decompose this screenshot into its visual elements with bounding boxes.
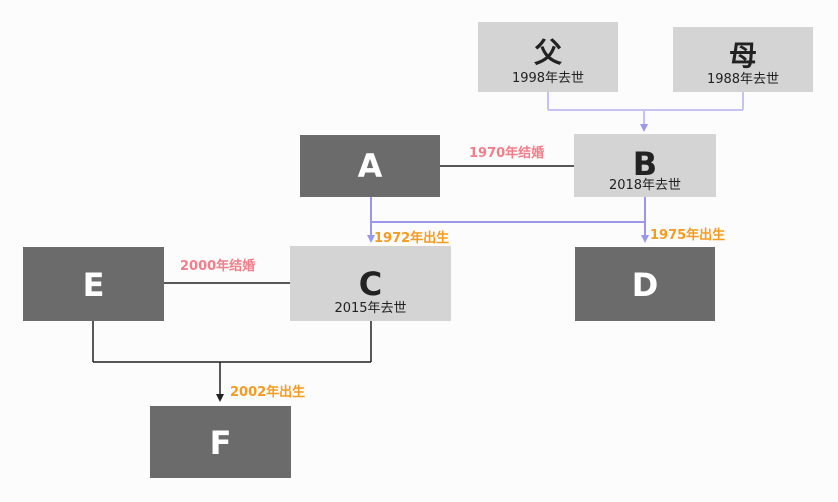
f-birth-label: 2002年出生 [230, 385, 306, 400]
node-father-name: 父 [533, 36, 562, 69]
node-father-note: 1998年去世 [511, 71, 585, 86]
node-d-name: D [631, 266, 659, 304]
parents-to-b-connector [547, 92, 744, 132]
node-e-name: E [82, 266, 105, 304]
node-a: A [300, 135, 440, 197]
node-father: 父 1998年去世 [478, 22, 618, 92]
node-mother-name: 母 [728, 39, 757, 72]
ec-to-f-connector [92, 321, 372, 402]
ec-marriage-label: 2000年结婚 [180, 259, 256, 274]
node-c-note: 2015年去世 [334, 301, 407, 316]
node-d: D [575, 247, 715, 321]
node-c-name: C [358, 265, 383, 303]
node-mother: 母 1988年去世 [673, 27, 813, 92]
ab-marriage-label: 1970年结婚 [469, 146, 545, 161]
node-b: B 2018年去世 [574, 134, 716, 197]
node-a-name: A [357, 147, 383, 185]
node-e: E [23, 247, 164, 321]
d-birth-label: 1975年出生 [650, 228, 726, 243]
node-f-name: F [209, 424, 232, 462]
node-c: C 2015年去世 [290, 246, 451, 321]
ab-to-children-connector [367, 197, 649, 243]
node-mother-note: 1988年去世 [706, 72, 780, 87]
c-birth-label: 1972年出生 [374, 231, 450, 246]
node-b-note: 2018年去世 [608, 178, 682, 193]
node-f: F [150, 406, 291, 478]
node-b-name: B [632, 145, 658, 183]
